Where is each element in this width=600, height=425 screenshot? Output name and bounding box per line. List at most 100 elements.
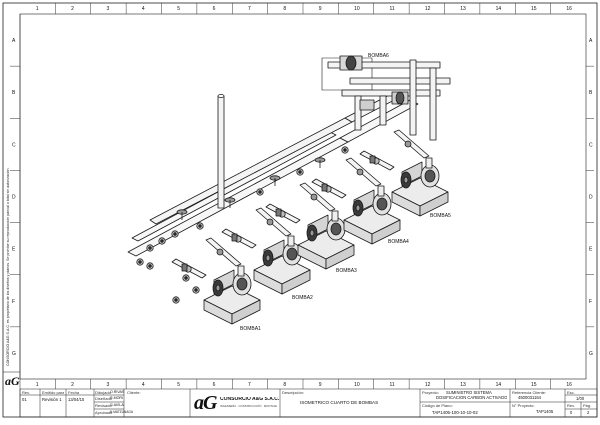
- grid-col-bottom-3: 3: [106, 382, 109, 388]
- grid-row-l-E: E: [12, 247, 16, 253]
- pump-5: [391, 157, 449, 217]
- esc-label: Esc.: [567, 390, 575, 395]
- grid-col-top-10: 10: [354, 6, 360, 12]
- grid-col-top-9: 9: [319, 6, 322, 12]
- grid-col-top-16: 16: [566, 6, 572, 12]
- fecha-header: Fecha: [68, 390, 80, 395]
- proyecto-line2: DOSIFICACION CARBON ACTIVADO: [436, 395, 508, 400]
- title-block-frame: [3, 14, 598, 418]
- esc-value: 1/00: [576, 396, 585, 401]
- grid-col-top-2: 2: [71, 6, 74, 12]
- label-bomba6: BOMBA6: [368, 53, 389, 59]
- side-note: CONSORCIO A&G S.A.C. es propietario de l…: [6, 167, 10, 366]
- name-dibujado: O.RIVAS: [110, 390, 125, 394]
- proyecto-label: Proyecto:: [422, 390, 439, 395]
- grid-col-bottom-11: 11: [389, 382, 394, 388]
- grid-col-bottom-8: 8: [283, 382, 286, 388]
- grid-col-bottom-14: 14: [496, 382, 502, 388]
- label-bomba2: BOMBA2: [292, 295, 313, 301]
- grid-col-top-13: 13: [460, 6, 466, 12]
- name-revisado: G.AVILA: [110, 403, 124, 407]
- rev-header: Rev.: [22, 390, 30, 395]
- outer-frame: [2, 2, 598, 418]
- grid-col-top-5: 5: [177, 6, 180, 12]
- grid-row-r-C: C: [589, 142, 593, 148]
- rev-number: 0: [570, 410, 573, 415]
- grid-row-l-G: G: [12, 351, 16, 357]
- grid-col-top-14: 14: [496, 6, 502, 12]
- pump-4: [343, 185, 401, 245]
- grid-col-bottom-7: 7: [248, 382, 251, 388]
- grid-col-bottom-16: 16: [566, 382, 572, 388]
- grid-col-top-6: 6: [213, 6, 216, 12]
- company-name: CONSORCIO A&G S.A.C.: [220, 397, 280, 402]
- grid-row-l-C: C: [12, 142, 16, 148]
- role-dibujado: Dibujado: [95, 390, 111, 395]
- grid-col-bottom-13: 13: [460, 382, 466, 388]
- label-bomba4: BOMBA4: [388, 239, 409, 245]
- descripcion-label: Descripción:: [282, 390, 305, 395]
- grid-col-top-11: 11: [389, 6, 394, 12]
- grid-col-bottom-12: 12: [425, 382, 431, 388]
- referencia-label: Referencia Cliente:: [512, 390, 547, 395]
- pag-label: Pág.: [583, 403, 592, 408]
- pump-2: [253, 235, 311, 295]
- grid-col-top-3: 3: [106, 6, 109, 12]
- grid-col-top-15: 15: [531, 6, 537, 12]
- grid-col-bottom-9: 9: [319, 382, 322, 388]
- grid-col-top-12: 12: [425, 6, 431, 12]
- pump-1: [203, 265, 261, 325]
- pag-value: 2: [587, 410, 590, 415]
- grid-row-l-B: B: [12, 90, 16, 96]
- emitido-header: Emitido para: [42, 390, 65, 395]
- grid-col-top-7: 7: [248, 6, 251, 12]
- grid-row-r-D: D: [589, 195, 593, 201]
- side-logo: aG: [5, 374, 20, 388]
- np-value: TAP1405: [536, 409, 554, 414]
- grid-col-top-1: 1: [36, 6, 39, 12]
- name-disenado: R.MORI: [110, 396, 123, 400]
- descripcion-value: ISOMETRICO CUARTO DE BOMBAS: [300, 400, 379, 405]
- grid-row-l-D: D: [12, 195, 16, 201]
- pump-3: [297, 210, 355, 270]
- grid-row-r-F: F: [589, 299, 592, 305]
- grid-col-bottom-4: 4: [142, 382, 145, 388]
- role-disenado: Diseñado: [95, 396, 112, 401]
- grid-col-bottom-6: 6: [213, 382, 216, 388]
- codigo-value: TAP1405-100-10-10-02: [432, 410, 478, 415]
- grid-col-bottom-10: 10: [354, 382, 360, 388]
- grid-row-r-B: B: [589, 90, 593, 96]
- grid-col-top-8: 8: [283, 6, 286, 12]
- proyecto-line1: SUMINISTRO SISTEMA: [446, 390, 492, 395]
- role-aprobado: Aprobado: [95, 410, 113, 415]
- grid-col-bottom-1: 1: [36, 382, 39, 388]
- rev-label: Rev.: [567, 403, 575, 408]
- grid-col-bottom-5: 5: [177, 382, 180, 388]
- main-header-top: [149, 117, 353, 225]
- codigo-label: Código de Plano:: [422, 403, 453, 408]
- role-revisado: Revisado: [95, 403, 112, 408]
- grid-col-bottom-2: 2: [71, 382, 74, 388]
- grid-row-l-A: A: [12, 38, 16, 44]
- fecha-value: 13/04/15: [68, 397, 85, 402]
- grid-row-r-E: E: [589, 247, 593, 253]
- grid-row-l-F: F: [12, 299, 15, 305]
- inner-frame: [19, 13, 587, 380]
- emitido-value: Revisión 1: [42, 397, 62, 402]
- referencia-value: 4500031164: [518, 395, 541, 400]
- rev-value: 01: [22, 397, 27, 402]
- isometric-piping-drawing: [127, 55, 451, 325]
- grid-row-r-G: G: [589, 351, 593, 357]
- company-logo: aG: [194, 392, 217, 414]
- cliente-label: Cliente:: [127, 390, 141, 395]
- grid-row-r-A: A: [589, 38, 593, 44]
- vertical-riser: [217, 95, 225, 209]
- grid-col-bottom-15: 15: [531, 382, 537, 388]
- label-bomba5: BOMBA5: [430, 213, 451, 219]
- name-aprobado: N.MATZUNAGA: [110, 410, 133, 414]
- label-bomba1: BOMBA1: [240, 326, 261, 332]
- company-subtitle: INGENIERÍA · CONSTRUCCIÓN · MONTAJE: [220, 404, 277, 408]
- np-label: N° Proyecto:: [512, 403, 535, 408]
